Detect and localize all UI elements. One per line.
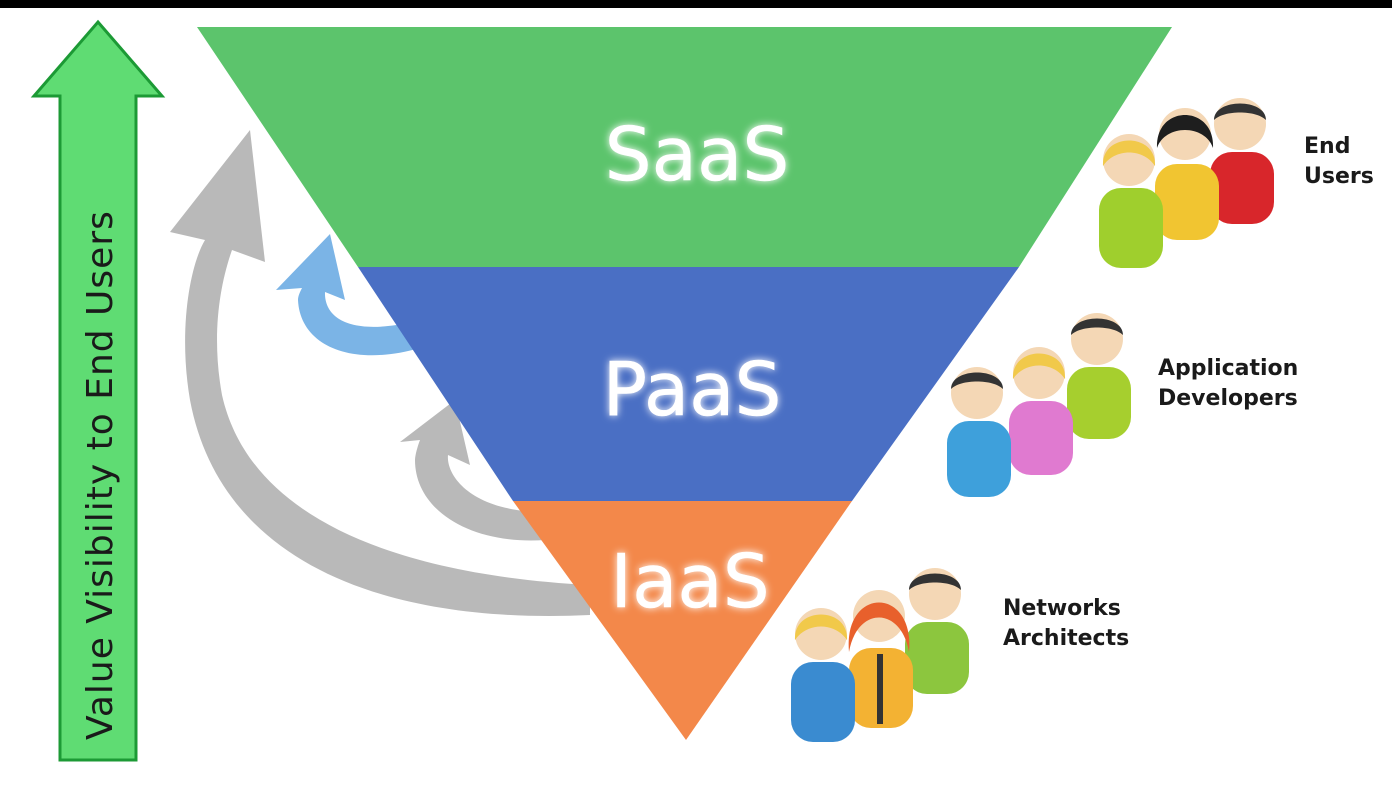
layer-paas-label: PaaS <box>603 347 782 433</box>
role-end-users-line1: End <box>1304 134 1351 159</box>
cycle-arrows <box>170 130 590 616</box>
top-border <box>0 0 1392 8</box>
outer-cycle-arrow <box>170 130 590 616</box>
role-application-developers: Application Developers <box>1158 354 1298 414</box>
layer-saas-label: SaaS <box>605 112 790 198</box>
axis-arrow <box>30 19 166 762</box>
service-pyramid: SaaS PaaS IaaS <box>197 27 1172 740</box>
role-networks-architects: Networks Architects <box>1003 594 1129 654</box>
value-visibility-axis: Value Visibility to End Users <box>30 19 166 762</box>
end-users-group-icon <box>1099 98 1274 268</box>
networks-architects-group-icon <box>791 568 969 742</box>
role-end-users-line2: Users <box>1304 164 1374 189</box>
layer-iaas <box>513 501 852 740</box>
role-end-users: End Users <box>1304 132 1374 192</box>
role-networks-architects-line2: Architects <box>1003 626 1130 651</box>
role-application-developers-line2: Developers <box>1158 386 1298 411</box>
layer-saas <box>197 27 1172 267</box>
role-application-developers-line1: Application <box>1158 356 1299 381</box>
layer-paas <box>358 267 1019 501</box>
middle-cycle-arrow <box>400 400 545 541</box>
application-developers-group-icon <box>947 313 1131 497</box>
layer-iaas-label: IaaS <box>610 539 770 625</box>
blue-cycle-arrow <box>276 234 420 356</box>
role-networks-architects-line1: Networks <box>1003 596 1121 621</box>
axis-label: Value Visibility to End Users <box>80 210 121 740</box>
